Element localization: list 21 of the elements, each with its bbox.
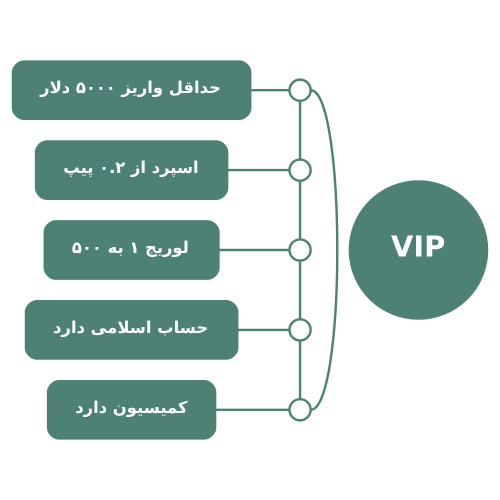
connector xyxy=(228,168,290,172)
connector xyxy=(298,101,302,160)
node-circle xyxy=(288,318,312,342)
connector xyxy=(298,260,302,320)
node-box: اسپرد از ۰.۲ پیپ xyxy=(34,140,228,200)
connector xyxy=(216,408,290,411)
node-circle xyxy=(288,158,312,182)
connector xyxy=(238,328,290,332)
connector xyxy=(251,89,290,92)
connector xyxy=(310,89,338,411)
node-circle xyxy=(288,238,312,262)
connector xyxy=(298,180,302,240)
node-box: حداقل واریز ۵۰۰۰ دلار xyxy=(12,60,252,120)
connector xyxy=(298,340,302,400)
node-box: حساب اسلامی دارد xyxy=(24,300,238,360)
node-circle xyxy=(288,78,312,102)
connector xyxy=(219,248,290,252)
node-circle: VIP xyxy=(348,180,488,320)
node-box: کمیسیون دارد xyxy=(46,380,216,440)
node-circle xyxy=(288,398,312,422)
node-box: لوریج ۱ به ۵۰۰ xyxy=(44,220,220,280)
